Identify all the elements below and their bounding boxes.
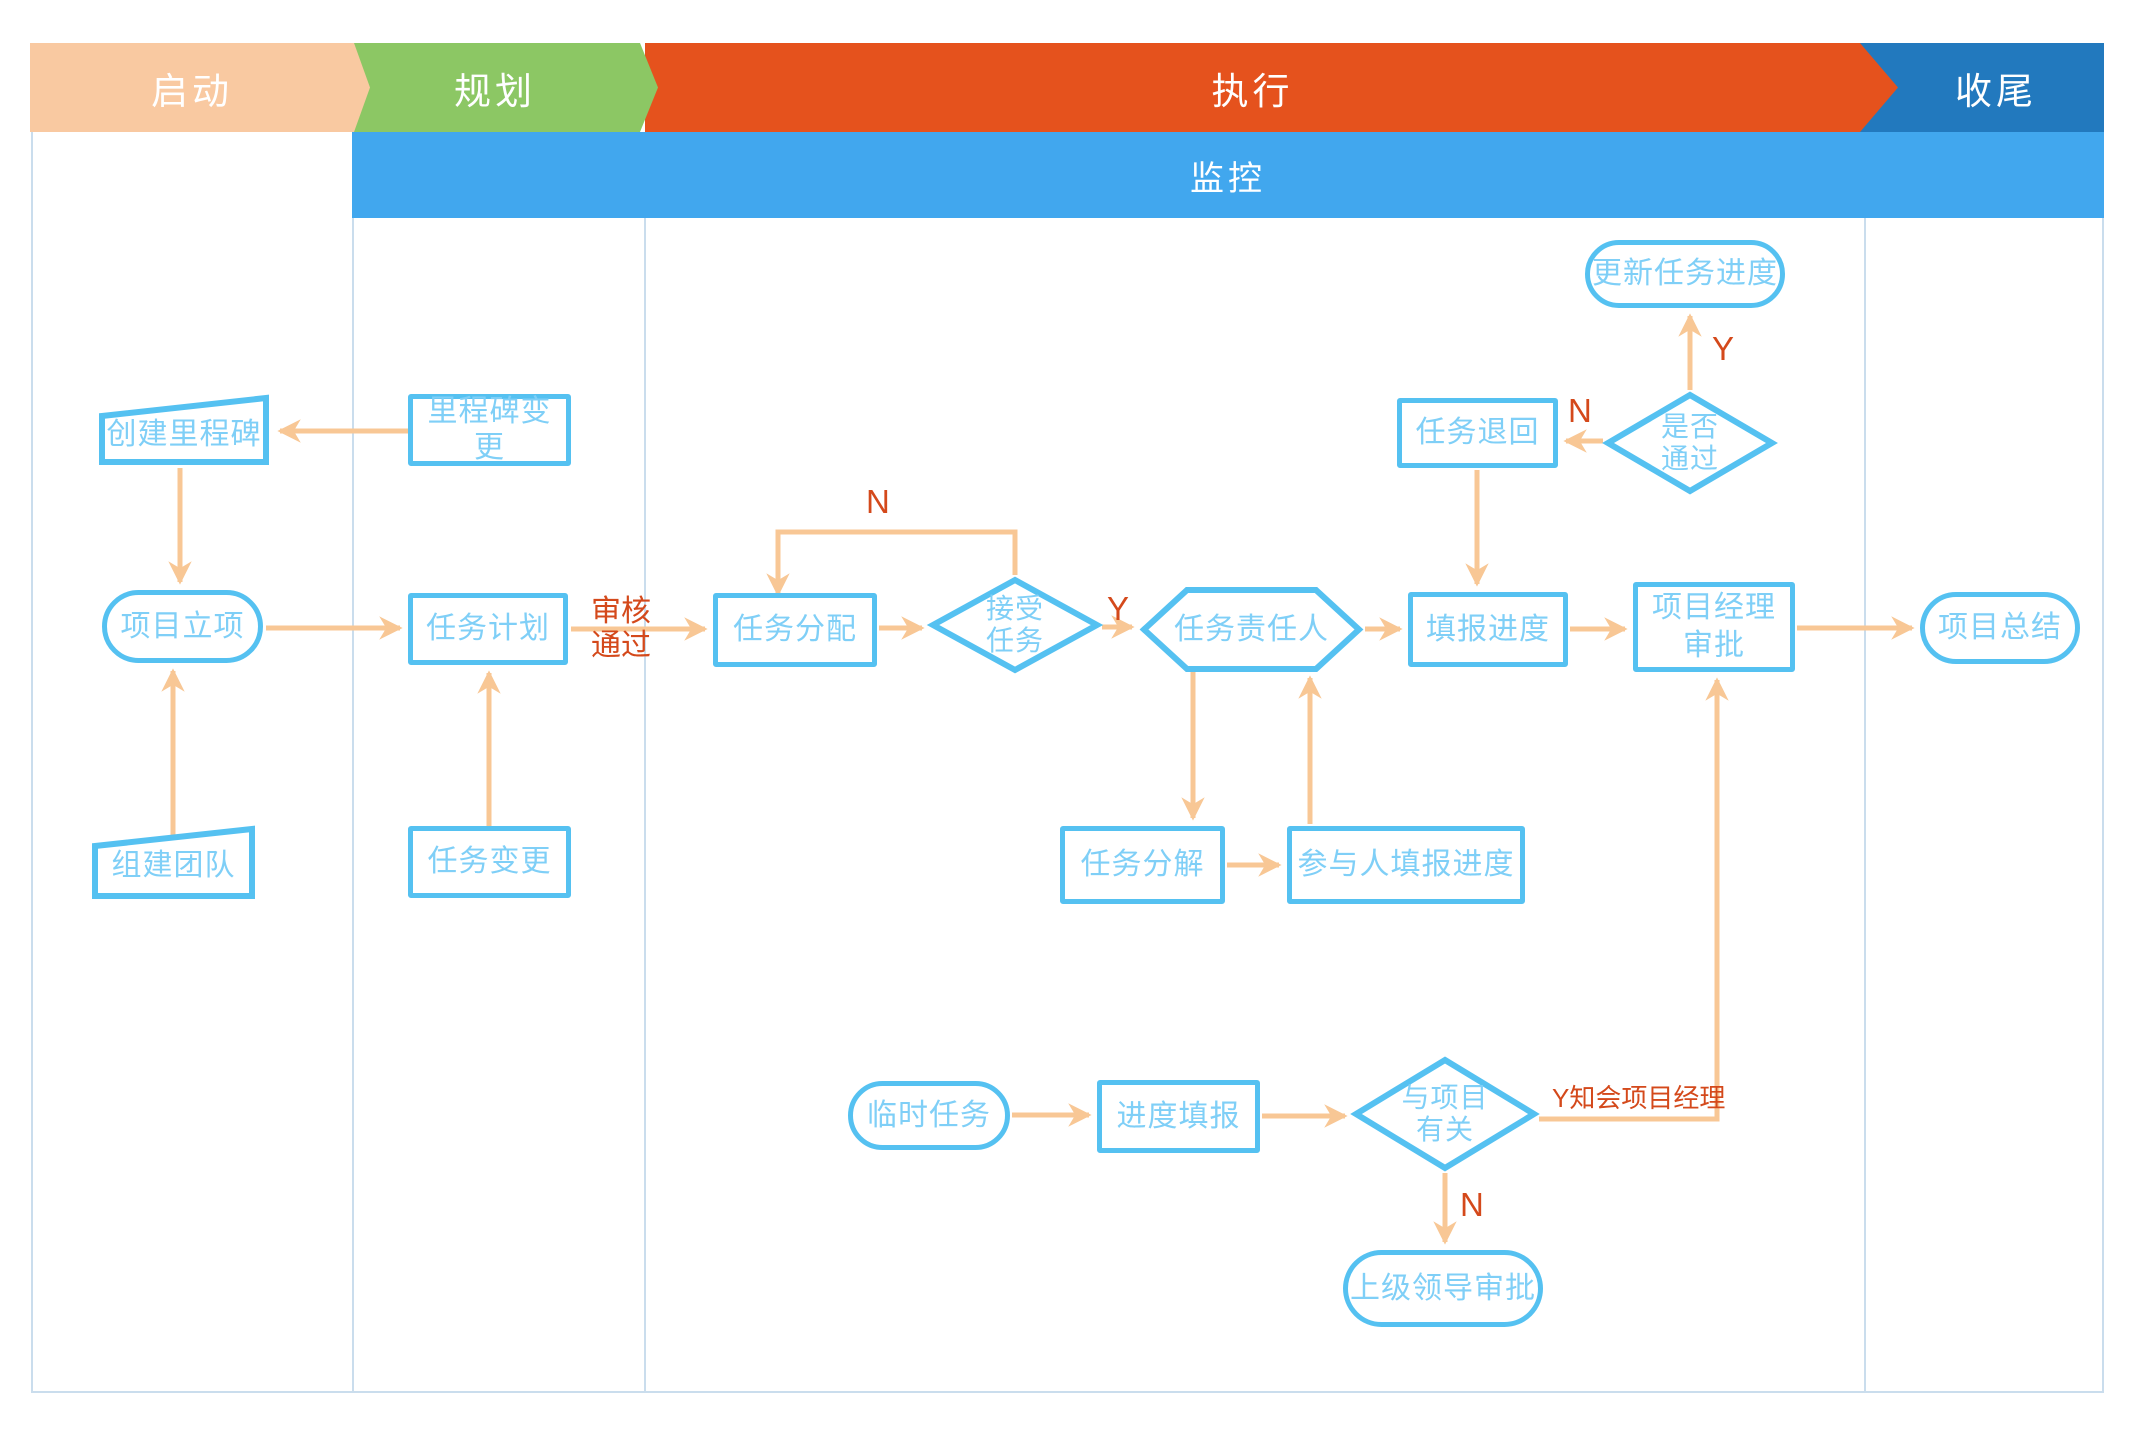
diamond-shape: [1602, 391, 1778, 495]
phase-planning-label: 规划: [454, 70, 536, 112]
lane-divider-initiation-planning: [352, 132, 354, 1393]
node-pm-approval[interactable]: 项目经理 审批: [1633, 582, 1795, 672]
node-task-assign[interactable]: 任务分配: [713, 593, 877, 667]
phase-closing[interactable]: 收尾: [1858, 43, 2104, 132]
node-label: 参与人填报进度: [1297, 848, 1515, 881]
diamond-shape: [1350, 1056, 1540, 1172]
node-label: 任务退回: [1415, 416, 1540, 449]
node-label: 任务分配: [733, 613, 857, 646]
lane-divider-execution-closing: [1864, 218, 1866, 1393]
edge-accepttask-no-loop: [766, 529, 1018, 597]
node-task-breakdown[interactable]: 任务分解: [1060, 826, 1225, 904]
node-project-initiation[interactable]: 项目立项: [102, 590, 263, 663]
node-label: 与项目 有关: [1401, 1082, 1489, 1145]
label-assign-yes: Y: [1107, 590, 1130, 627]
label-related-yes-note: Y知会项目经理: [1552, 1083, 1726, 1113]
frame-bottom: [31, 1391, 2104, 1393]
node-label: 任务分解: [1080, 848, 1205, 881]
node-label: 临时任务: [867, 1098, 991, 1132]
node-label: 组建团队: [111, 849, 236, 882]
frame-left: [31, 132, 33, 1393]
node-label: 项目总结: [1938, 611, 2062, 644]
node-task-plan[interactable]: 任务计划: [408, 593, 568, 665]
node-update-progress[interactable]: 更新任务进度: [1585, 240, 1785, 308]
node-label: 更新任务进度: [1592, 257, 1778, 290]
node-temp-task[interactable]: 临时任务: [848, 1081, 1010, 1150]
label-assign-no: N: [866, 483, 890, 520]
label-pass-yes: Y: [1712, 330, 1735, 367]
node-label: 填报进度: [1426, 612, 1550, 646]
node-create-milestone[interactable]: 创建里程碑: [99, 394, 269, 465]
node-label: 是否 通过: [1660, 411, 1719, 474]
node-label: 接受 任务: [985, 593, 1044, 656]
phase-execution[interactable]: 执行: [645, 43, 1898, 132]
label-pass-no: N: [1568, 392, 1592, 429]
node-related-check[interactable]: 与项目 有关: [1350, 1056, 1540, 1172]
node-label: 上级领导审批: [1350, 1271, 1536, 1305]
label-review-pass: 审核 通过: [591, 595, 651, 662]
node-progress-report[interactable]: 进度填报: [1097, 1080, 1260, 1153]
node-label: 创建里程碑: [106, 418, 262, 451]
phase-planning[interactable]: 规划: [350, 43, 658, 132]
node-leader-approval[interactable]: 上级领导审批: [1343, 1250, 1543, 1327]
node-label: 项目立项: [120, 609, 245, 643]
monitor-band[interactable]: 监控: [352, 132, 2104, 218]
phase-initiation[interactable]: 启动: [30, 43, 370, 132]
node-project-summary[interactable]: 项目总结: [1920, 592, 2080, 664]
phase-closing-label: 收尾: [1955, 70, 2037, 112]
node-milestone-change[interactable]: 里程碑变更: [408, 394, 571, 466]
node-pass-check[interactable]: 是否 通过: [1602, 391, 1778, 495]
node-label: 任务变更: [427, 845, 552, 878]
label-related-no: N: [1460, 1186, 1484, 1223]
diamond-shape: [926, 576, 1104, 674]
lane-divider-planning-execution: [644, 218, 646, 1393]
frame-right: [2102, 131, 2104, 1393]
node-label: 任务责任人: [1174, 612, 1329, 646]
node-label: 进度填报: [1116, 1099, 1241, 1133]
hexagon-shape: [1139, 587, 1364, 672]
monitor-label: 监控: [1190, 159, 1266, 198]
node-label: 项目经理 审批: [1652, 591, 1776, 662]
node-task-change[interactable]: 任务变更: [408, 826, 571, 898]
card-shape: [99, 394, 269, 465]
node-task-owner[interactable]: 任务责任人: [1139, 587, 1364, 672]
phase-execution-label: 执行: [1211, 70, 1294, 112]
node-participant-progress[interactable]: 参与人填报进度: [1287, 826, 1525, 904]
node-task-return[interactable]: 任务退回: [1397, 398, 1558, 468]
node-accept-task[interactable]: 接受 任务: [926, 576, 1104, 674]
node-label: 里程碑变更: [427, 395, 552, 464]
phase-initiation-label: 启动: [151, 70, 233, 112]
edge-relatedcheck-yes-pmapproval: [1539, 677, 1729, 1122]
node-fill-progress[interactable]: 填报进度: [1408, 592, 1568, 667]
card-shape: [92, 825, 255, 899]
node-build-team[interactable]: 组建团队: [92, 825, 255, 899]
node-label: 任务计划: [426, 612, 550, 645]
